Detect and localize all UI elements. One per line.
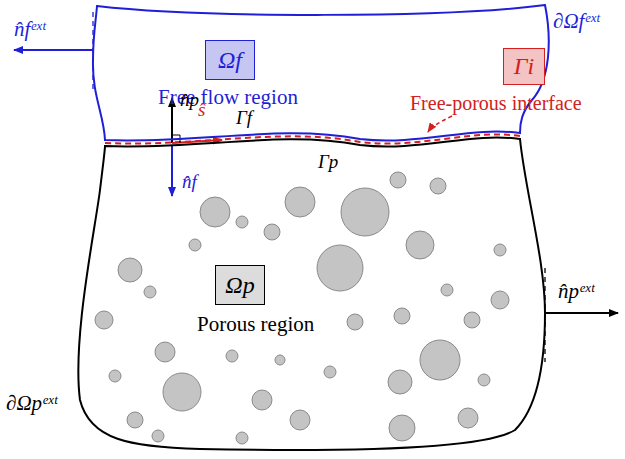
normal-label: n̂p [180,90,199,111]
region-symbol: Ωp [225,272,254,298]
grain-circle [388,370,412,394]
region-name: Free flow region [158,86,298,109]
normal-label: n̂pᵉˣᵗ [558,280,594,303]
grain-circle [347,314,363,330]
grain-circle [458,408,478,428]
grain-circle [420,340,460,380]
grain-circle [127,412,143,428]
grain-circle [163,373,201,411]
grain-circle [226,350,238,362]
region-outline [0,130,625,459]
region-symbol-box: Ωp [215,265,265,305]
grain-circle [95,311,113,329]
grain-circle [264,224,280,240]
grain-circle [152,430,164,442]
normal-label: n̂fᵉˣᵗ [14,18,45,41]
region-border [78,137,545,449]
grain-circle [189,239,201,251]
grain-circle [236,216,248,228]
grain-circle [200,197,230,227]
region-symbol-box: Ωf [205,40,255,80]
interface-symbol-box: Γi [503,48,545,85]
grain-circle [464,312,480,328]
grain-circle [324,366,336,378]
boundary-label: Γp [318,152,338,173]
grain-circle [491,291,509,309]
normal-arrow [545,312,618,314]
boundary-label: ∂Ωfᵉˣᵗ [553,10,599,33]
boundary-label: Γf [236,108,252,129]
tangent-label: ŝ [198,100,205,121]
region-name: Porous region [197,313,314,336]
grain-circle [118,258,142,282]
grain-circles [95,172,509,444]
grain-circle [341,188,389,236]
boundary-label: ∂Ωpᵉˣᵗ [6,392,57,415]
grain-circle [478,374,490,386]
grain-circle [390,172,406,188]
grain-circle [441,284,453,296]
normal-arrow [171,146,173,196]
region-symbol: Ωf [218,47,242,73]
grain-circle [394,308,410,324]
grain-circle [236,432,248,444]
grain-circle [317,245,363,291]
grain-circle [275,355,285,365]
grain-circle [252,390,272,410]
normal-arrow [14,49,93,51]
grain-circle [285,187,315,217]
grain-circle [290,410,310,430]
normal-label: n̂f [182,172,197,193]
grain-circle [144,286,156,298]
grain-circle [406,231,434,259]
grain-circle [430,178,446,194]
leader-arrow [428,116,452,132]
grain-circle [494,244,506,256]
interface-label: Free-porous interface [410,92,582,114]
porous-region: Porous region Ωp [0,130,625,459]
region-border [93,5,549,141]
region-symbol: Γi [514,53,534,79]
grain-circle [155,342,175,362]
grain-circle [389,415,415,441]
grain-circle [109,370,121,382]
